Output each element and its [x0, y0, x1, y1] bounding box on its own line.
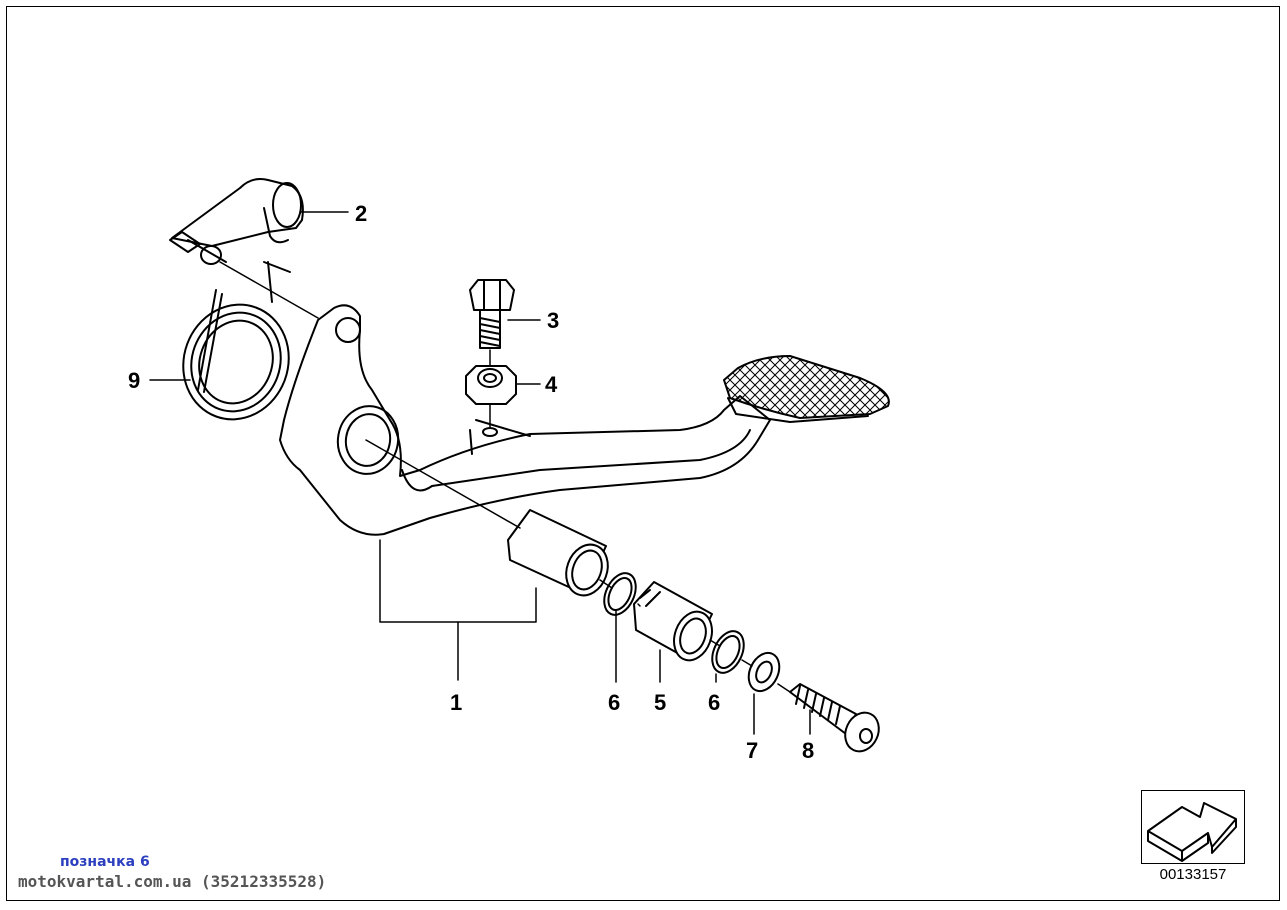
spring-part: [182, 261, 291, 421]
callout-8: 8: [802, 738, 814, 763]
diagram-frame: [6, 6, 1280, 901]
spacer-bushing-part: [633, 581, 713, 662]
pedal-lever-part: [279, 304, 890, 536]
watermark-site: motokvartal.com.ua (35212335528): [18, 872, 327, 891]
ring-part-a: [603, 572, 637, 616]
callout-3: 3: [547, 308, 559, 333]
shoulder-bolt-part: [789, 683, 880, 753]
reference-number: 00133157: [1159, 866, 1227, 883]
washer-part: [747, 651, 781, 693]
reference-box: [1141, 790, 1245, 864]
callout-9: 9: [128, 368, 140, 393]
bushing-sleeve-part: [507, 509, 609, 597]
leader-lines: [149, 211, 811, 735]
arrow-navigation-icon: [1147, 802, 1237, 862]
bolt-part: [469, 279, 515, 349]
callout-1: 1: [450, 690, 462, 715]
callout-7: 7: [746, 738, 758, 763]
callout-2: 2: [355, 201, 367, 226]
nut-part: [465, 365, 517, 405]
pin-part: [169, 178, 304, 265]
callout-6-second: 6: [708, 690, 720, 715]
callout-4: 4: [545, 372, 558, 397]
watermark-label: позначка 6: [60, 854, 150, 870]
ring-part-b: [711, 630, 745, 674]
callout-6-first: 6: [608, 690, 620, 715]
callout-5: 5: [654, 690, 666, 715]
